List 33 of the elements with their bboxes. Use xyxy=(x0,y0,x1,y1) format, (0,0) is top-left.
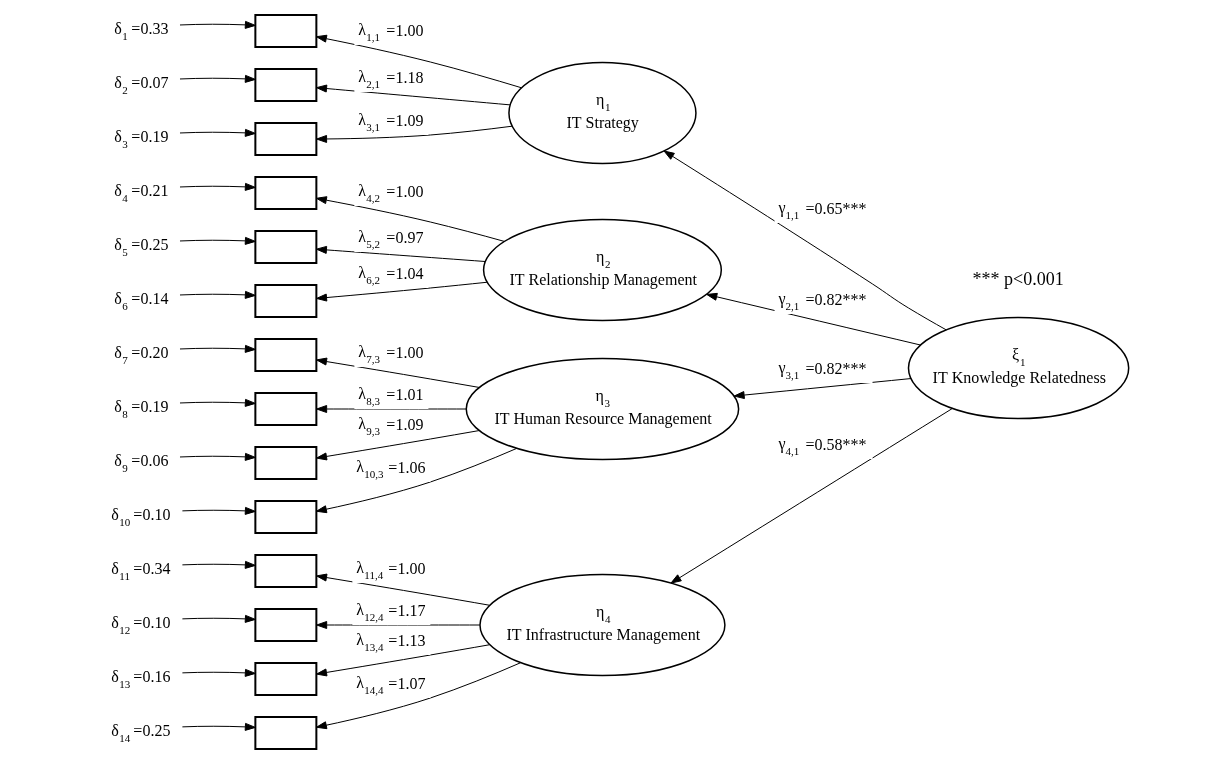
edge-label: λ$_{6,2}$ =1.04 xyxy=(358,263,424,286)
edge-label: λ$_{9,3}$ =1.09 xyxy=(358,414,424,437)
edge-label: λ$_{10,3}$ =1.06 xyxy=(356,457,426,480)
edge-label: λ$_{12,4}$ =1.17 xyxy=(356,600,426,623)
edge-label: λ$_{4,2}$ =1.00 xyxy=(358,181,424,204)
edge-label: λ$_{8,3}$ =1.01 xyxy=(358,384,424,407)
label: *** p<0.001 xyxy=(972,268,1064,289)
edge-label: λ$_{5,2}$ =0.97 xyxy=(358,227,424,250)
edge-label: λ$_{13,4}$ =1.13 xyxy=(356,630,426,653)
node-text: δ$_{9}$ =0.06 xyxy=(114,451,169,474)
edge-label: λ$_{1,1}$ =1.00 xyxy=(358,20,424,43)
edge-label: λ$_{11,4}$ =1.00 xyxy=(356,558,426,581)
edge-label: γ$_{4,1}$ =0.58*** xyxy=(778,434,867,457)
edge-label: γ$_{2,1}$ =0.82*** xyxy=(778,289,867,312)
edge-label: λ$_{3,1}$ =1.09 xyxy=(358,110,424,133)
edge-label: λ$_{14,4}$ =1.07 xyxy=(356,673,426,696)
node-text: δ$_{14}$ =0.25 xyxy=(111,721,171,744)
node-text: δ$_{10}$ =0.10 xyxy=(111,505,171,528)
node-text: δ$_{3}$ =0.19 xyxy=(114,127,169,150)
node-text: δ$_{7}$ =0.20 xyxy=(114,343,169,366)
node-text: δ$_{2}$ =0.07 xyxy=(114,73,169,96)
node-text: δ$_{6}$ =0.14 xyxy=(114,289,169,312)
node-text: δ$_{13}$ =0.16 xyxy=(111,667,171,690)
edge-label: λ$_{2,1}$ =1.18 xyxy=(358,67,424,90)
node-text: δ$_{8}$ =0.19 xyxy=(114,397,169,420)
edge-label: γ$_{1,1}$ =0.65*** xyxy=(778,198,867,221)
node-text: δ$_{11}$ =0.34 xyxy=(111,559,171,582)
node-text: δ$_{4}$ =0.21 xyxy=(114,181,169,204)
node-text: δ$_{12}$ =0.10 xyxy=(111,613,171,636)
node-text: δ$_{5}$ =0.25 xyxy=(114,235,169,258)
edge-label: γ$_{3,1}$ =0.82*** xyxy=(778,358,867,381)
node-text: δ$_{1}$ =0.33 xyxy=(114,19,169,42)
edge-label: λ$_{7,3}$ =1.00 xyxy=(358,342,424,365)
